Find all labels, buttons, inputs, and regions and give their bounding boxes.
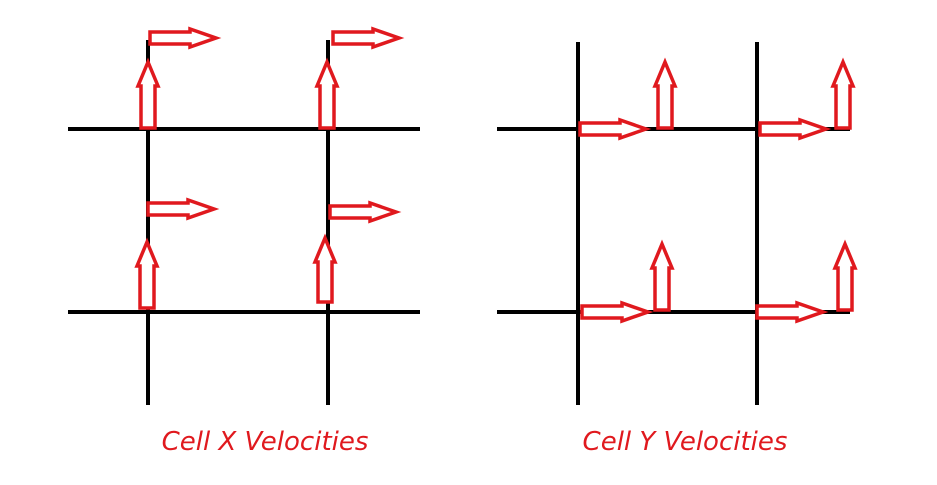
velocity-up-arrow [134,237,160,310]
velocity-right-arrow [758,117,832,141]
velocity-up-arrow [652,57,678,130]
velocity-up-arrow [135,57,161,130]
cell-x-panel [68,26,420,405]
velocity-up-arrow [832,239,858,312]
velocity-up-arrow [830,57,856,130]
cell-y-panel [497,42,858,405]
cell-y-caption: Cell Y Velocities [582,427,788,457]
velocity-right-arrow [146,197,220,221]
velocity-right-arrow [148,26,222,50]
velocity-up-arrow [314,57,340,130]
velocity-up-arrow [649,239,675,312]
velocity-right-arrow [578,117,652,141]
cell-x-caption: Cell X Velocities [161,427,369,457]
velocity-right-arrow [331,26,405,50]
velocity-right-arrow [328,200,402,224]
velocity-up-arrow [312,233,338,304]
velocity-right-arrow [755,300,829,324]
velocity-right-arrow [580,300,654,324]
